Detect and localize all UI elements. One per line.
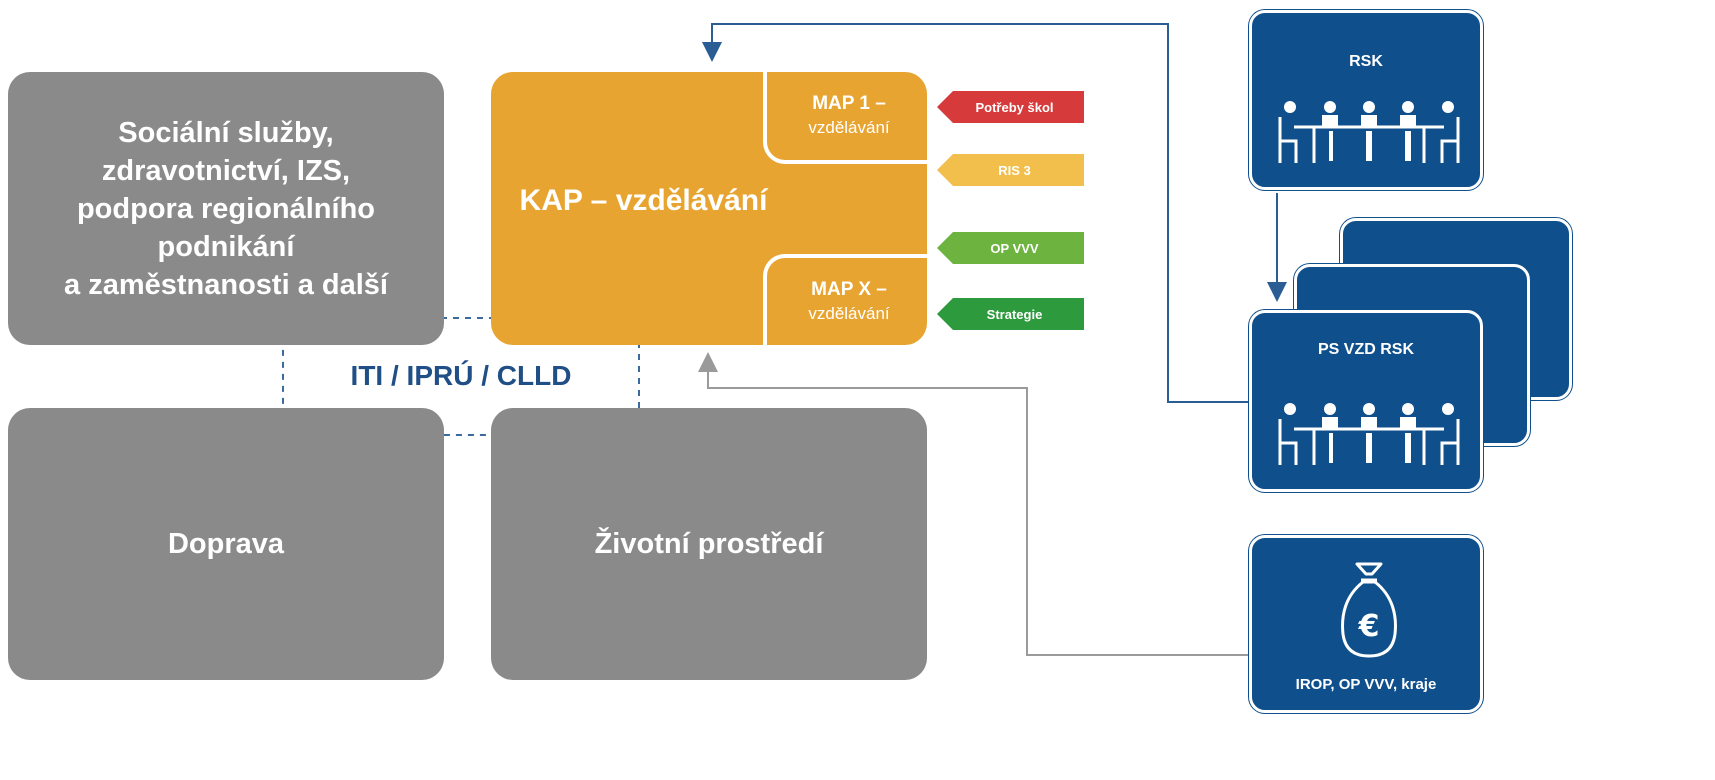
input-arrow-strategie: Strategie: [937, 298, 1084, 330]
input-arrow-ris3: RIS 3: [937, 154, 1084, 186]
input-arrow-op-vvv: OP VVV: [937, 232, 1084, 264]
ps-to-kap-connector: [702, 23, 1249, 403]
box-kap-vzdelavani: KAP – vzdělávání MAP 1 – vzdělávání MAP …: [491, 72, 931, 346]
iti-iprú-clld-label: ITI / IPRÚ / CLLD: [350, 360, 572, 391]
kap-label: KAP – vzdělávání: [519, 184, 768, 217]
box-doprava: Doprava: [8, 408, 444, 680]
euro-money-bag-icon: €: [1341, 562, 1397, 658]
box-social-label: Sociální služby, zdravotnictví, IZS, pod…: [64, 116, 388, 301]
panel-irop-funding: € IROP, OP VVV, kraje: [1249, 535, 1483, 713]
map-1-line1: MAP 1 –: [812, 93, 886, 114]
map-x-box: MAP X – vzdělávání: [763, 254, 931, 346]
box-zivotni-prostredi: Životní prostředí: [491, 408, 927, 680]
map-x-line1: MAP X –: [811, 279, 887, 300]
box-doprava-label: Doprava: [167, 527, 285, 560]
svg-text:€: €: [1358, 609, 1380, 644]
input-arrow-label: Potřeby škol: [975, 99, 1054, 115]
panel-rsk-title: RSK: [1349, 53, 1383, 70]
panel-irop-title: IROP, OP VVV, kraje: [1295, 676, 1437, 693]
map-1-box: MAP 1 – vzdělávání: [763, 72, 931, 164]
panel-rsk: RSK: [1249, 10, 1483, 190]
panel-ps-title: PS VZD RSK: [1317, 341, 1414, 358]
map-x-line2: vzdělávání: [808, 304, 890, 323]
input-arrow-potreby-skol: Potřeby škol: [937, 91, 1084, 123]
meeting-table-icon: [1278, 101, 1460, 163]
box-social-services: Sociální služby, zdravotnictví, IZS, pod…: [8, 72, 444, 345]
panel-ps-vzd-rsk: PS VZD RSK: [1249, 310, 1483, 492]
input-arrow-label: OP VVV: [990, 240, 1039, 256]
input-arrow-label: Strategie: [986, 306, 1043, 322]
input-arrow-label: RIS 3: [998, 162, 1031, 178]
box-zivotni-label: Životní prostředí: [594, 527, 824, 560]
irop-to-kap-connector: [698, 352, 1249, 656]
map-1-line2: vzdělávání: [808, 118, 890, 137]
meeting-table-icon: [1278, 403, 1460, 465]
iti-dashed-area: [282, 317, 640, 436]
